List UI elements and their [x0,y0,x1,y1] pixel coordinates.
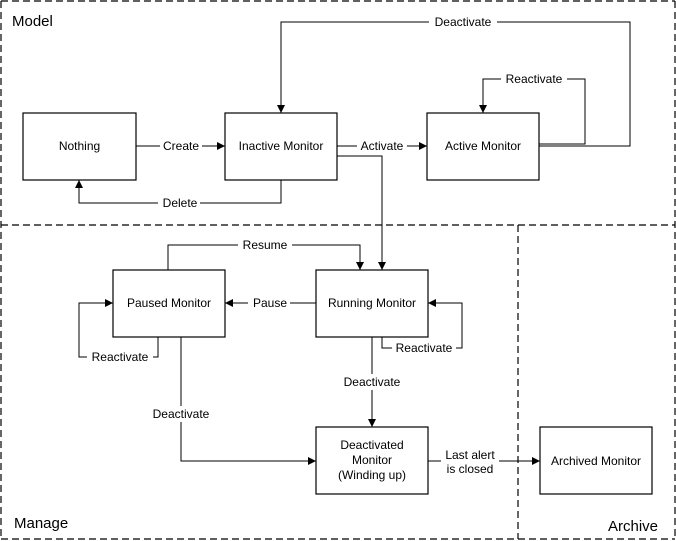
zone-label-model: Model [12,13,53,30]
edge-label-bg [338,374,406,390]
edge-label-deactivate-running: Deactivate [344,375,401,389]
node-inactive-monitor[interactable]: Inactive Monitor [224,112,338,181]
node-label: Nothing [59,139,100,153]
node-nothing[interactable]: Nothing [22,112,137,181]
edge-labels: Create Activate Delete Deactivate Reacti… [87,14,567,477]
edge-label-reactivate-paused: Reactivate [92,350,149,364]
node-box [22,112,137,181]
edge-label-bg [441,447,499,477]
edge-label-deactivate-top: Deactivate [435,15,492,29]
edge-deactivate-top [277,21,631,147]
edge-reactivate-running [381,299,463,349]
node-label: Archived Monitor [551,454,641,468]
node-box [426,112,540,181]
edge-label-bg [501,71,567,87]
node-label: Paused Monitor [127,296,211,310]
edge-reactivate-active [479,78,586,145]
edge-label-bg [238,237,292,253]
edge-inactive-to-running [337,155,386,270]
node-active-monitor[interactable]: Active Monitor [426,112,540,181]
edge-label-bg [248,295,290,311]
node-box [539,426,653,495]
edge-deactivate-paused [180,337,316,465]
node-label: Active Monitor [445,139,521,153]
edge-label-bg [429,14,497,30]
node-box [112,269,226,338]
edge-label-last-alert-line1: Last alert [445,448,495,462]
node-label-line2: Monitor [352,453,392,467]
node-running-monitor[interactable]: Running Monitor [315,269,429,338]
edge-label-pause: Pause [253,296,287,310]
edge-label-deactivate-paused: Deactivate [153,407,210,421]
edge-label-reactivate-active: Reactivate [506,72,563,86]
node-box [315,269,429,338]
edge-label-last-alert-line2: is closed [447,462,494,476]
edge-reactivate-paused [78,299,159,358]
node-paused-monitor[interactable]: Paused Monitor [112,269,226,338]
node-label-line3: (Winding up) [338,468,406,482]
node-box [315,426,429,495]
node-box [224,112,338,181]
edge-label-resume: Resume [243,238,288,252]
edges [75,21,631,465]
edge-label-bg [158,195,200,211]
edge-label-bg [87,349,153,365]
node-label: Inactive Monitor [239,139,324,153]
edge-label-bg [160,138,202,154]
node-deactivated-monitor[interactable]: Deactivated Monitor (Winding up) [315,426,429,495]
node-label-line1: Deactivated [340,438,403,452]
edge-label-activate: Activate [361,139,404,153]
node-archived-monitor[interactable]: Archived Monitor [539,426,653,495]
edge-label-bg [392,340,456,356]
edge-label-reactivate-running: Reactivate [396,341,453,355]
edge-label-delete: Delete [163,196,198,210]
zone-label-archive: Archive [608,518,658,535]
edge-label-bg [147,406,215,422]
node-label: Running Monitor [328,296,416,310]
edge-label-bg [357,138,407,154]
zone-label-manage: Manage [14,515,68,532]
edge-label-create: Create [163,139,199,153]
